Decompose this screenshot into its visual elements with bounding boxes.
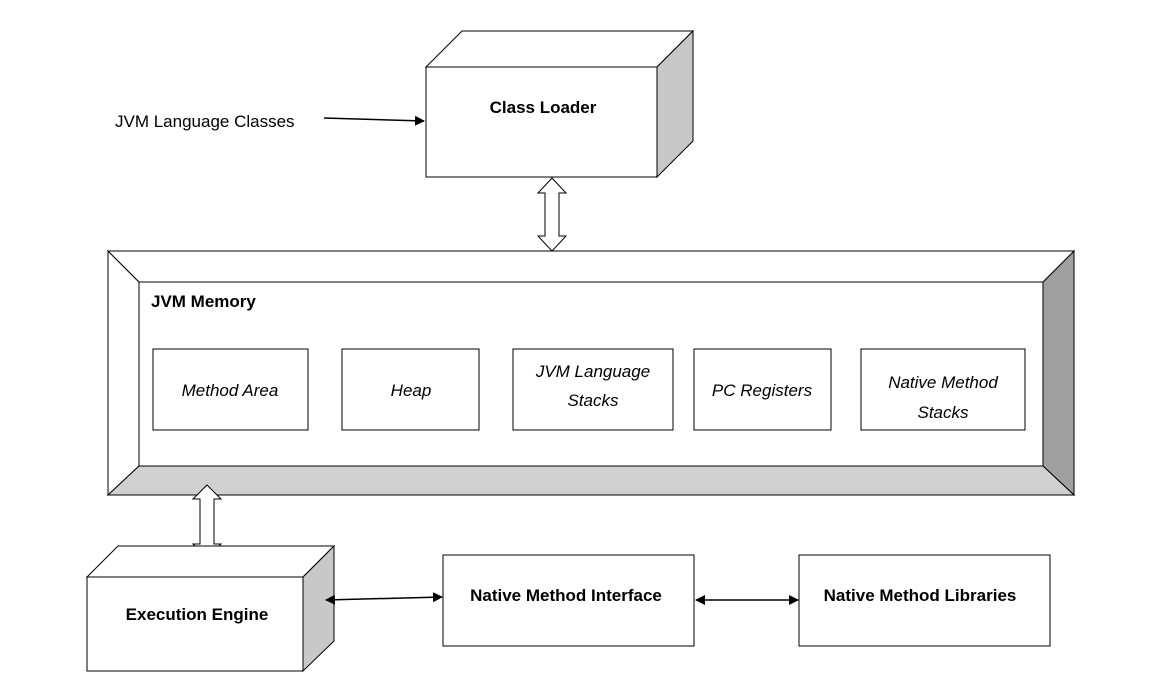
execution-engine-label: Execution Engine [126, 605, 269, 624]
memory-area-method-area: Method Area [152, 348, 309, 431]
memory-area-label: PC Registers [712, 381, 813, 400]
execution-engine-box: Execution Engine [85, 544, 336, 673]
input-label: JVM Language Classes [115, 112, 295, 131]
engine-interface-arrow [325, 592, 443, 605]
native-method-interface-box: Native Method Interface [442, 554, 695, 647]
input-arrow [323, 115, 425, 126]
memory-area-native-method-stacks: Native Method Stacks [860, 348, 1026, 431]
memory-area-label-line2: Stacks [567, 391, 619, 410]
memory-area-pc-registers: PC Registers [693, 348, 832, 431]
memory-area-label: Native Method [888, 373, 998, 392]
native-method-libraries-box: Native Method Libraries [798, 554, 1051, 647]
class-loader-box: Class Loader [424, 29, 695, 179]
memory-area-label: Method Area [182, 381, 279, 400]
jvm-memory-title: JVM Memory [151, 292, 256, 311]
native-method-interface-label: Native Method Interface [470, 586, 662, 605]
loader-memory-double-arrow [536, 177, 568, 252]
memory-area-jvm-language-stacks: JVM Language Stacks [512, 348, 674, 431]
memory-area-label-line2: Stacks [917, 403, 969, 422]
memory-area-heap: Heap [341, 348, 480, 431]
class-loader-label: Class Loader [490, 98, 597, 117]
native-method-libraries-label: Native Method Libraries [824, 586, 1017, 605]
memory-area-label: Heap [391, 381, 432, 400]
memory-area-label: JVM Language [535, 362, 650, 381]
